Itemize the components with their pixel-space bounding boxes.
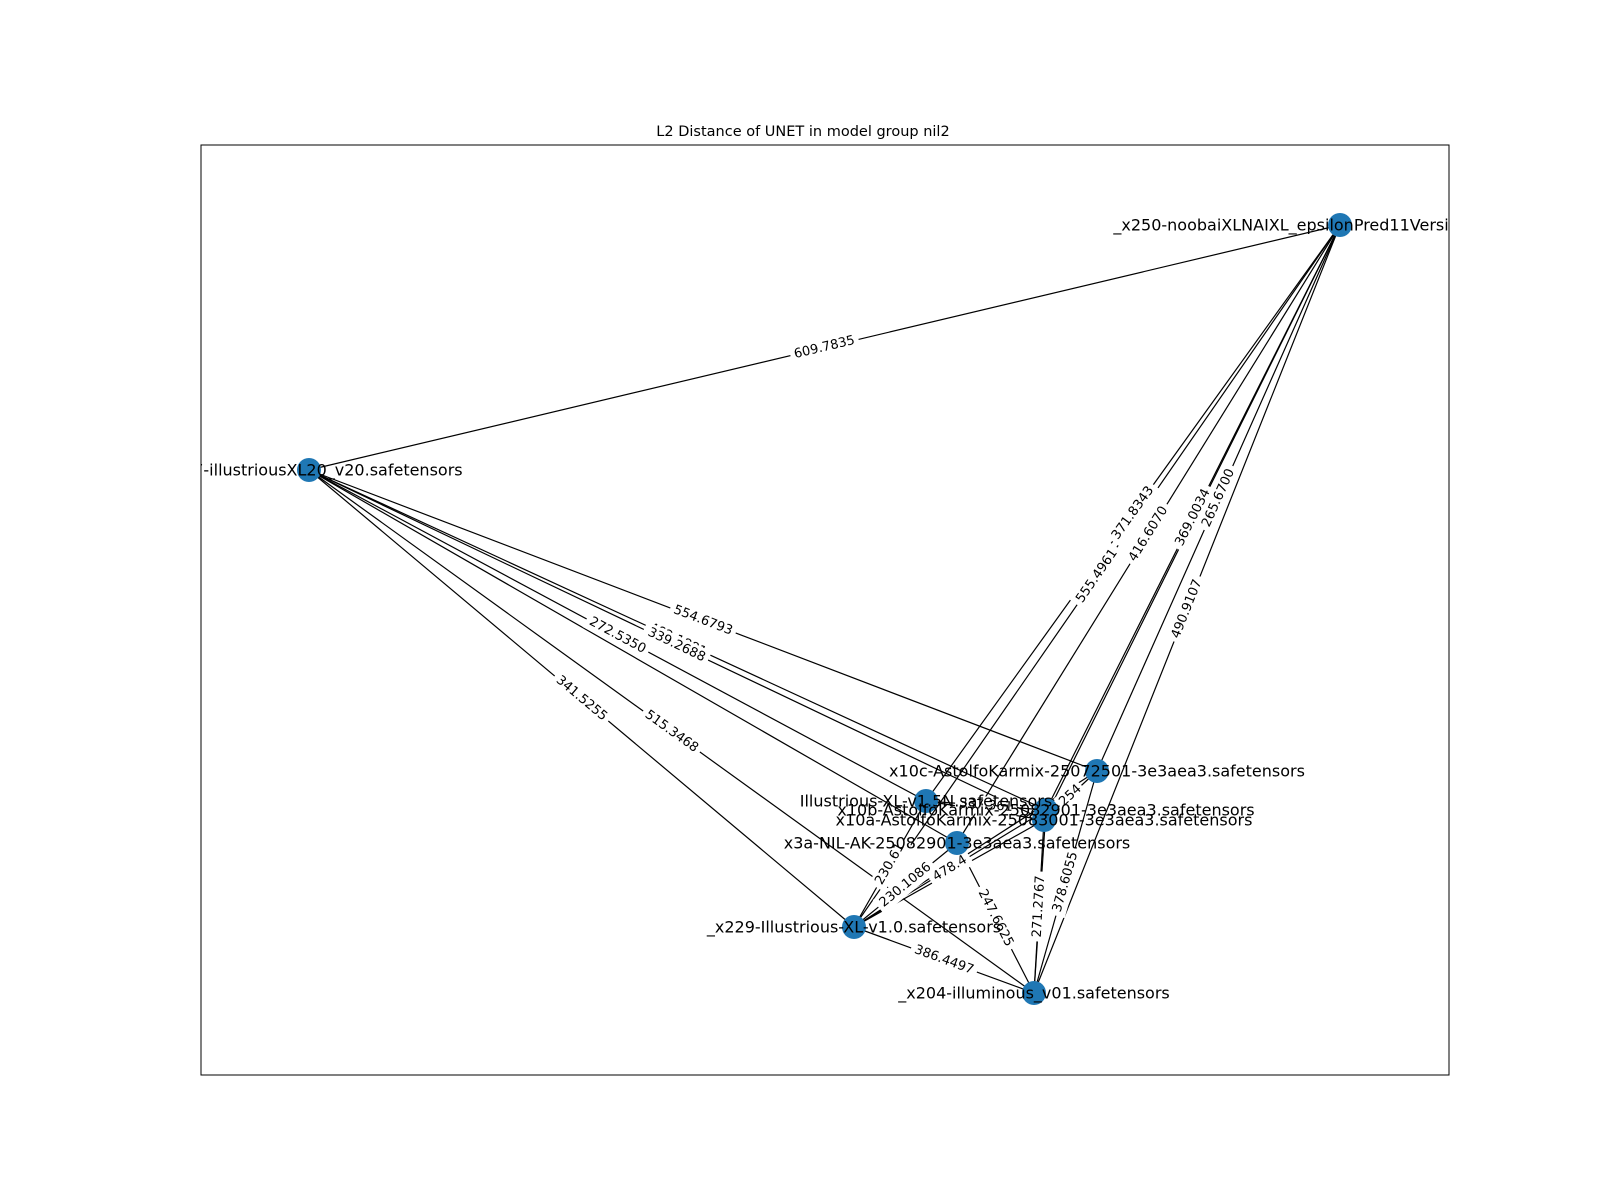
- edge-label-background: [1196, 462, 1241, 534]
- chart-title: L2 Distance of UNET in model group nil2: [656, 124, 949, 140]
- edge-label-text: 378.6055: [1050, 850, 1081, 914]
- edge-label-background: [1053, 778, 1088, 813]
- edge-label-background: [1027, 871, 1051, 942]
- node-labels-layer: _x250-noobaiXLNAIXL_epsilonPred11Version…: [154, 216, 1566, 1004]
- edge-label-background: [548, 669, 615, 728]
- edge-label-n250-nIL20: 609.7835: [788, 330, 861, 365]
- edge-label-background: [641, 621, 712, 669]
- node-n3a: [945, 831, 969, 855]
- nodes-layer: [297, 213, 1352, 1005]
- edge-label-text: 271.2767: [1030, 875, 1049, 938]
- edge-label-text: 337.361: [959, 796, 1014, 815]
- edge-label-n250-n229: 555.4961: [1069, 542, 1125, 610]
- node-nIL20: [297, 458, 321, 482]
- edge-label-background: [954, 794, 1018, 817]
- node-label-nIL15: Illustrious-XL-v1.5N.safetensors: [800, 792, 1052, 811]
- node-n10c: [1085, 759, 1109, 783]
- node-nIL15: [914, 789, 938, 813]
- edge-label-n10a-n204: 271.2767: [1027, 871, 1051, 942]
- node-label-n10b: x10b-AstolfoKarmix-25082901-3e3aea3.safe…: [837, 801, 1254, 820]
- node-label-nIL20: _x227-illustriousXL20_v20.safetensors: [154, 461, 462, 481]
- edge-label-n250-n204: 490.9107: [1165, 573, 1209, 645]
- edge-label-background: [971, 882, 1020, 954]
- edge-label-nIL20-n229: 341.5255: [548, 669, 615, 728]
- edge-label-nIL20-n204: 515.3468: [637, 703, 706, 760]
- node-n10a: [1032, 808, 1056, 832]
- edge-label-background: [1122, 499, 1175, 569]
- edge-label-nIL20-nIL15: 272.5350: [582, 611, 653, 660]
- edge-label-background: [868, 836, 912, 892]
- edge-label-nIL15-n10b: 337.361: [954, 794, 1018, 817]
- edge-label-text: 555.4961: [1073, 546, 1121, 606]
- node-label-n10c: x10c-AstolfoKarmix-25072501-3e3aea3.safe…: [889, 762, 1305, 781]
- node-label-n250: _x250-noobaiXLNAIXL_epsilonPred11Version…: [1112, 216, 1566, 236]
- node-n250: [1328, 213, 1352, 237]
- node-label-n204: _x204-illuminous_v01.safetensors: [897, 984, 1170, 1004]
- edge-label-background: [788, 330, 861, 365]
- node-n204: [1022, 981, 1046, 1005]
- node-label-n10a: x10a-AstolfoKarmix-25083001-3e3aea3.safe…: [836, 811, 1253, 830]
- edge-label-background: [667, 599, 739, 642]
- edge-label-background: [1165, 573, 1209, 645]
- edge-label-text: 609.7835: [793, 333, 857, 362]
- plot-frame: [200, 144, 1450, 1076]
- edge-label-background: [582, 611, 653, 660]
- edge-label-background: [1169, 482, 1217, 553]
- edge-label-background: [637, 703, 706, 760]
- edge-label-text: 515.3468: [642, 707, 701, 755]
- edge-nIL20-n3a: [308, 469, 958, 844]
- edge-label-background: [1105, 479, 1161, 547]
- edge-label-background: [872, 855, 939, 915]
- edge-label-background: [1069, 542, 1125, 610]
- edge-label-background: [925, 848, 975, 889]
- node-label-n3a: x3a-NIL-AK-25082901-3e3aea3.safetensors: [784, 834, 1131, 853]
- node-label-n229: _x229-Illustrious-XL-v1.0.safetensors: [706, 918, 1001, 938]
- edge-label-background: [908, 939, 980, 981]
- node-n229: [842, 915, 866, 939]
- edge-label-background: [1047, 845, 1084, 919]
